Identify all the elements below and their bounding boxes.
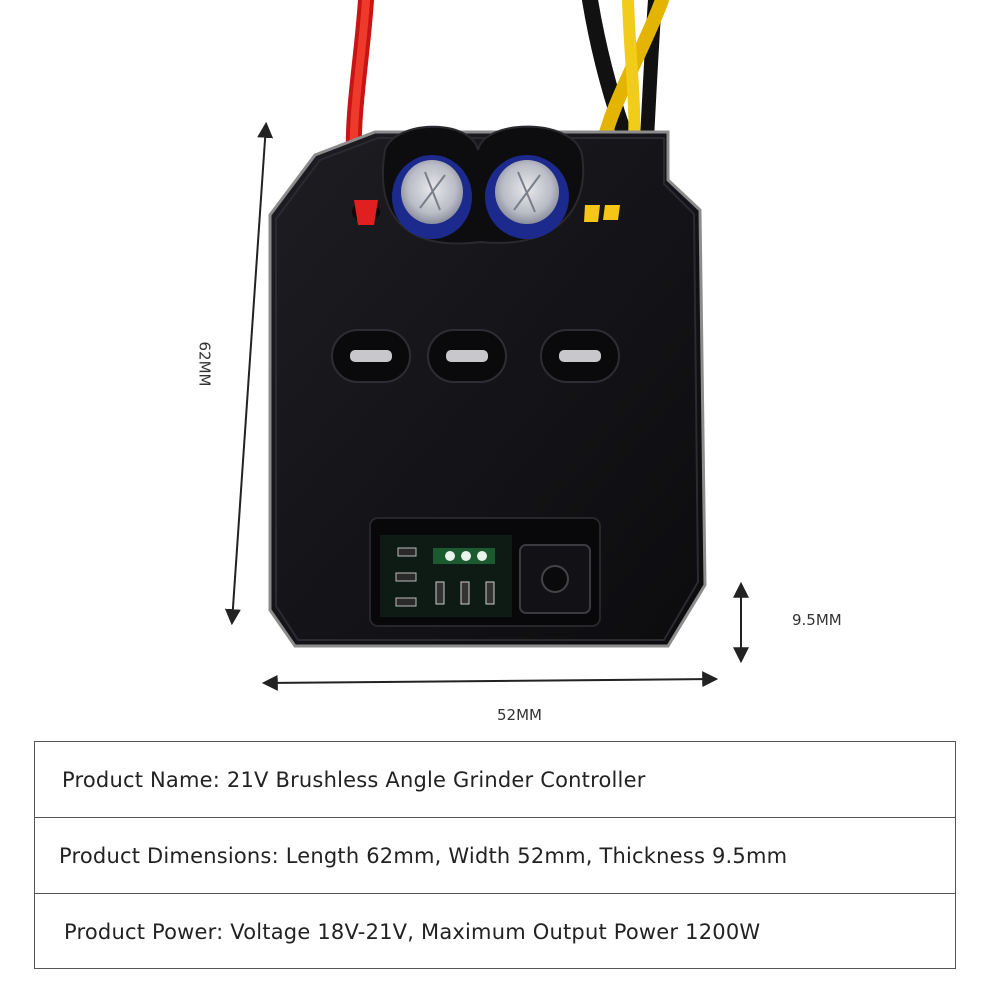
tact-switch — [519, 544, 591, 614]
terminal-slot — [540, 329, 620, 383]
spec-product-power: Product Power: Voltage 18V-21V, Maximum … — [64, 920, 761, 944]
length-dimension-arrow — [224, 121, 274, 626]
thickness-dimension-label: 9.5MM — [792, 611, 842, 629]
led-indicator — [433, 548, 495, 564]
width-dimension-label: 52MM — [497, 706, 542, 724]
spec-table: Product Name: 21V Brushless Angle Grinde… — [34, 741, 956, 969]
product-photo — [224, 0, 749, 691]
length-dimension-label: 62MM — [195, 341, 214, 387]
spec-product-name: Product Name: 21V Brushless Angle Grinde… — [35, 742, 955, 818]
width-dimension-arrow — [261, 671, 719, 691]
smd-component — [435, 581, 495, 605]
capacitor-left — [392, 155, 472, 239]
terminal-slot — [427, 329, 507, 383]
capacitor-right — [485, 155, 569, 239]
motor-terminal-slots — [331, 329, 620, 383]
smd-resistor — [395, 547, 417, 607]
yellow-wire-entry — [584, 205, 620, 222]
red-wire-entry — [352, 200, 380, 225]
spec-product-dimensions: Product Dimensions: Length 62mm, Width 5… — [35, 818, 955, 894]
terminal-slot — [331, 329, 411, 383]
circuit-window — [369, 517, 601, 627]
